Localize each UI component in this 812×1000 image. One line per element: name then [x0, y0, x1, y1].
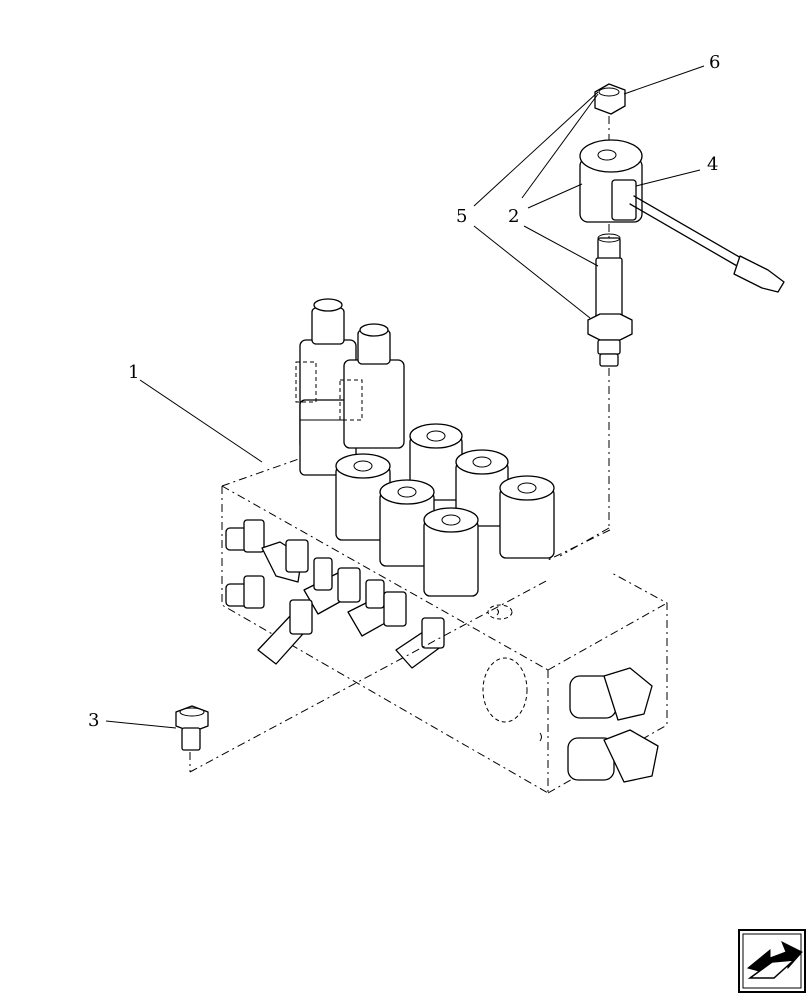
- front-face-fittings: [225, 519, 445, 669]
- solenoid-valve-row-front: [335, 453, 479, 597]
- next-page-arrow-icon[interactable]: [738, 929, 806, 993]
- exploded-solenoid-coil: [579, 139, 785, 293]
- callout-2: 2: [508, 206, 519, 227]
- callout-1: 1: [128, 362, 139, 383]
- callout-3: 3: [88, 710, 99, 731]
- exploded-valve-stem: [587, 233, 633, 367]
- solenoid-valve-row-rear: [409, 423, 555, 559]
- plug-fitting: [175, 579, 549, 773]
- leader-lines: [105, 65, 705, 729]
- callout-5: 5: [456, 206, 467, 227]
- side-elbow-fittings: [567, 667, 659, 783]
- callout-4: 4: [707, 154, 718, 175]
- valve-manifold-block: [221, 447, 668, 794]
- callout-6: 6: [709, 52, 720, 73]
- exploded-nut: [594, 83, 626, 115]
- cartridge-valve-tall-right: [339, 323, 405, 449]
- axis-line-to-block: [559, 527, 610, 557]
